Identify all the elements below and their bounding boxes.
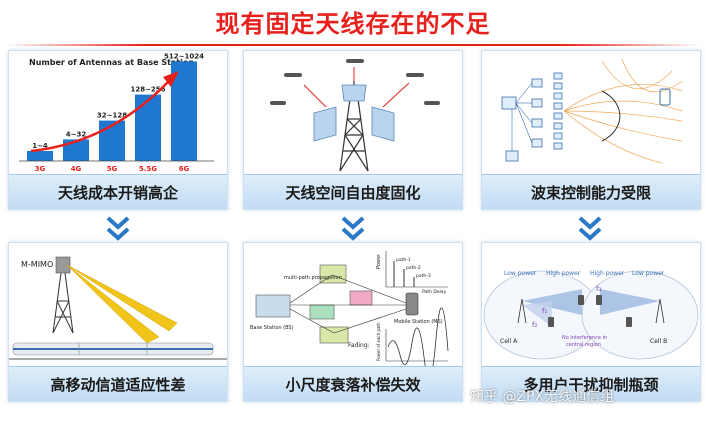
beam-f3 <box>600 289 660 315</box>
mobile-station-label: Mobile Station (MS) <box>394 319 443 325</box>
power-each-path-label: Power of each path <box>376 322 381 361</box>
growth-arrow <box>30 80 170 153</box>
cell-a-label: Cell A <box>500 338 518 345</box>
f1-label: f₁ <box>542 307 547 315</box>
feed-lines <box>511 82 533 151</box>
mobile-station-icon <box>405 292 419 316</box>
beamforming-illustration <box>501 58 683 164</box>
base-station-tower <box>52 272 74 334</box>
fading-label: Fading: <box>348 342 370 349</box>
tower-drone-illustration <box>270 59 440 172</box>
fading-waveform: Power of each path <box>376 307 449 367</box>
drones <box>270 59 440 105</box>
path1-label: path-1 <box>396 257 411 263</box>
category-label: 3G <box>35 165 46 173</box>
path2-label: path-2 <box>406 265 421 271</box>
power-axis-label: Power <box>376 253 382 269</box>
bar-value-label: 128~256 <box>130 86 165 94</box>
steering-arc <box>601 90 621 142</box>
path3-label: path-3 <box>416 273 431 279</box>
high-power-right-label: High power <box>590 270 625 277</box>
bar-value-label: 1~4 <box>32 142 48 150</box>
rf-beams <box>303 67 410 108</box>
chevron-down-icon <box>578 216 602 241</box>
beam-pattern <box>563 58 683 164</box>
high-speed-train-illustration: M-MIMO <box>9 256 227 360</box>
f3-label: f₃ <box>596 285 601 293</box>
antenna-panels <box>313 84 395 142</box>
bar-value-label: 512~1024 <box>164 52 204 60</box>
panel-spatial-freedom: 天线空间自由度固化 <box>243 50 463 210</box>
cell-b-label: Cell B <box>650 338 667 345</box>
caption-interference: 多用户干扰抑制瓶颈 <box>482 366 700 401</box>
category-label: 5.5G <box>139 165 157 173</box>
panel-beam-control: 波束控制能力受限 <box>481 50 701 210</box>
category-label: 4G <box>71 165 82 173</box>
bar-4G <box>63 139 89 161</box>
bar-5.5G <box>135 94 161 161</box>
beam-1 <box>66 264 160 344</box>
caption-high-mobility: 高移动信道适应性差 <box>9 366 227 401</box>
panel-high-mobility: M-MIMO 高移动信道适应性差 <box>8 242 228 402</box>
train <box>9 342 227 360</box>
panel-interference: Low power High power High power Low powe… <box>481 242 701 402</box>
chart-title: Number of Antennas at Base Station <box>29 58 194 67</box>
user-phone-icon <box>548 317 554 327</box>
category-label: 6G <box>179 165 190 173</box>
beam-2 <box>66 264 178 332</box>
power-delay-profile: Power path-1 path-2 path-3 Path Delay <box>376 251 448 295</box>
mimo-array-icon <box>55 256 71 274</box>
page-title: 现有固定天线存在的不足 <box>215 10 491 38</box>
bar-5G <box>99 120 125 161</box>
title-underline <box>6 44 700 46</box>
chevron-down-icon <box>106 216 130 241</box>
low-power-left-label: Low power <box>504 270 537 277</box>
multipath-label: multi-path propagation <box>284 275 342 281</box>
panel-fading: multi-path propagation Base Station (BS)… <box>243 242 463 402</box>
path-delay-label: Path Delay <box>422 289 447 295</box>
panel-antenna-cost: Number of Antennas at Base Station 1~4 3G… <box>8 50 228 210</box>
chevron-down-icon <box>341 216 365 241</box>
bar-value-label: 4~32 <box>66 130 87 138</box>
user-phone-icon <box>578 295 584 305</box>
category-label: 5G <box>107 165 118 173</box>
central-region-label: central region <box>566 342 601 348</box>
mimo-label: M-MIMO <box>21 260 53 269</box>
caption-fading: 小尺度衰落补偿失效 <box>244 366 462 401</box>
bar-value-label: 32~128 <box>97 112 127 120</box>
caption-beam-control: 波束控制能力受限 <box>482 174 700 209</box>
propagation-paths <box>289 274 407 334</box>
high-power-left-label: High power <box>546 270 581 277</box>
user-phone-icon <box>626 317 632 327</box>
caption-spatial-freedom: 天线空间自由度固化 <box>244 174 462 209</box>
low-power-right-label: Low power <box>632 270 665 277</box>
bar-3G <box>27 151 53 161</box>
no-interference-label: No interference in <box>562 335 607 341</box>
lattice-tower <box>339 81 369 172</box>
watermark: 知乎 @ZPX无线通信组 <box>470 389 615 405</box>
beam-f2 <box>522 301 552 327</box>
chart-bars: 1~4 3G 4~32 4G 32~128 5G 128~256 5.5G 512~1024 6G <box>27 52 204 173</box>
multipath-fading-illustration: multi-path propagation Base Station (BS)… <box>250 251 449 367</box>
base-station-label: Base Station (BS) <box>250 325 294 331</box>
user-phone-icon <box>596 295 602 305</box>
growth-arrowhead <box>163 71 179 87</box>
phase-shifter-array <box>501 72 563 162</box>
user-device-icon <box>659 88 671 106</box>
cell-towers <box>517 298 665 324</box>
f2-label: f₂ <box>532 321 537 329</box>
caption-antenna-cost: 天线成本开销高企 <box>9 174 227 209</box>
antenna-count-chart: Number of Antennas at Base Station 1~4 3G… <box>19 52 214 173</box>
multi-cell-interference-illustration: Low power High power High power Low powe… <box>483 270 699 360</box>
